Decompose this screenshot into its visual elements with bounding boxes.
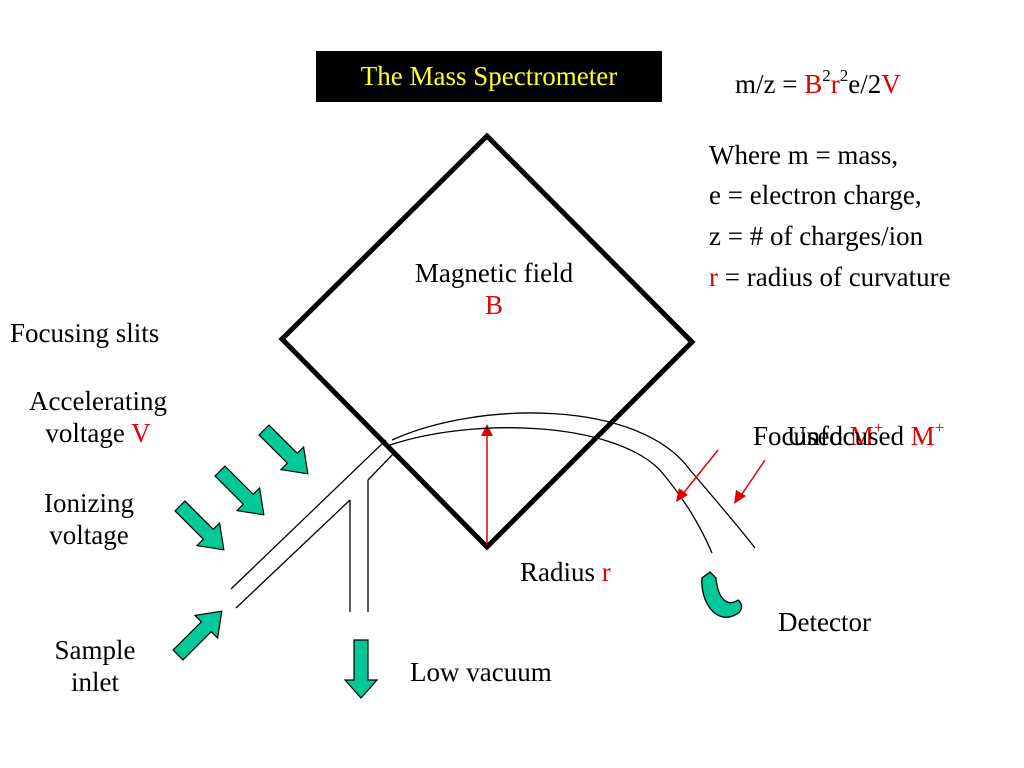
focusing-slits-label: Focusing slits [10,318,160,348]
accelerating-arrow-icon [214,465,265,516]
unfocused-pointer-line [739,459,766,498]
formula-mid: e/2 [848,69,882,99]
unfocused-ion: M [910,421,935,451]
unfocused-pointer-head [734,490,746,504]
magnetic-field-text: Magnetic field [414,258,574,288]
accelerating-line-2: voltage V [45,418,151,449]
flight-tube-inner [389,427,713,554]
ionizing-arrow-icon [174,500,225,551]
formula-v: V [881,69,901,99]
formula: m/z = B2r2e/2V [735,66,901,100]
tube-branch-outer [367,451,396,481]
tube-diagonal-upper [230,439,387,590]
formula-exp2: 2 [839,66,849,85]
radius-label: Radius r [520,557,611,587]
title-box: The Mass Spectrometer [316,51,662,102]
detector-icon [701,571,743,618]
definition-r-text: = radius of curvature [718,262,951,292]
sample-inlet-label: Sample inlet [30,634,160,699]
flight-tube-outer [391,412,756,549]
formula-b: B [804,69,823,99]
definition-r: r [709,262,718,292]
unfocused-ion-charge: + [934,418,945,437]
ionizing-line-1: Ionizing [44,488,134,518]
detector-label: Detector [778,607,871,637]
page-title: The Mass Spectrometer [360,61,618,91]
focused-ion-label: Focused M+ [753,418,884,451]
ionizing-line-2: voltage [49,520,129,551]
radius-r: r [601,557,611,587]
focused-ion-charge: + [873,418,884,437]
low-vacuum-arrow-icon [343,639,379,699]
accelerating-arrow-icon [258,424,309,475]
unfocused-ion-label: Unfocused M+ [787,418,945,451]
formula-prefix: m/z = [735,69,805,99]
accelerating-voltage-label: Accelerating voltage V [8,385,188,450]
sample-line-2: inlet [71,667,119,698]
sample-line-1: Sample [54,635,136,665]
formula-r: r [830,69,840,99]
tube-diagonal-lower [235,499,351,609]
focused-pointer-line [681,449,719,496]
focused-pointer-head [676,488,688,502]
magnetic-field-label: Magnetic field B [394,257,594,322]
magnet-diamond [278,132,696,551]
definition-line-1: Where m = mass, [709,140,899,170]
magnetic-field-symbol: B [484,290,503,321]
definition-line-2: e = electron charge, [709,180,922,210]
low-vacuum-label: Low vacuum [410,657,552,687]
sample-inlet-arrow-icon [172,610,223,661]
focused-ion: M [849,421,874,451]
formula-exp1: 2 [822,66,831,85]
accelerating-line-1: Accelerating [29,386,167,416]
accelerating-v: V [131,418,151,449]
definition-line-4: r = radius of curvature [709,261,951,293]
ionizing-voltage-label: Ionizing voltage [20,487,158,552]
definition-line-3: z = # of charges/ion [709,221,924,251]
radius-arrow-head [481,424,493,436]
